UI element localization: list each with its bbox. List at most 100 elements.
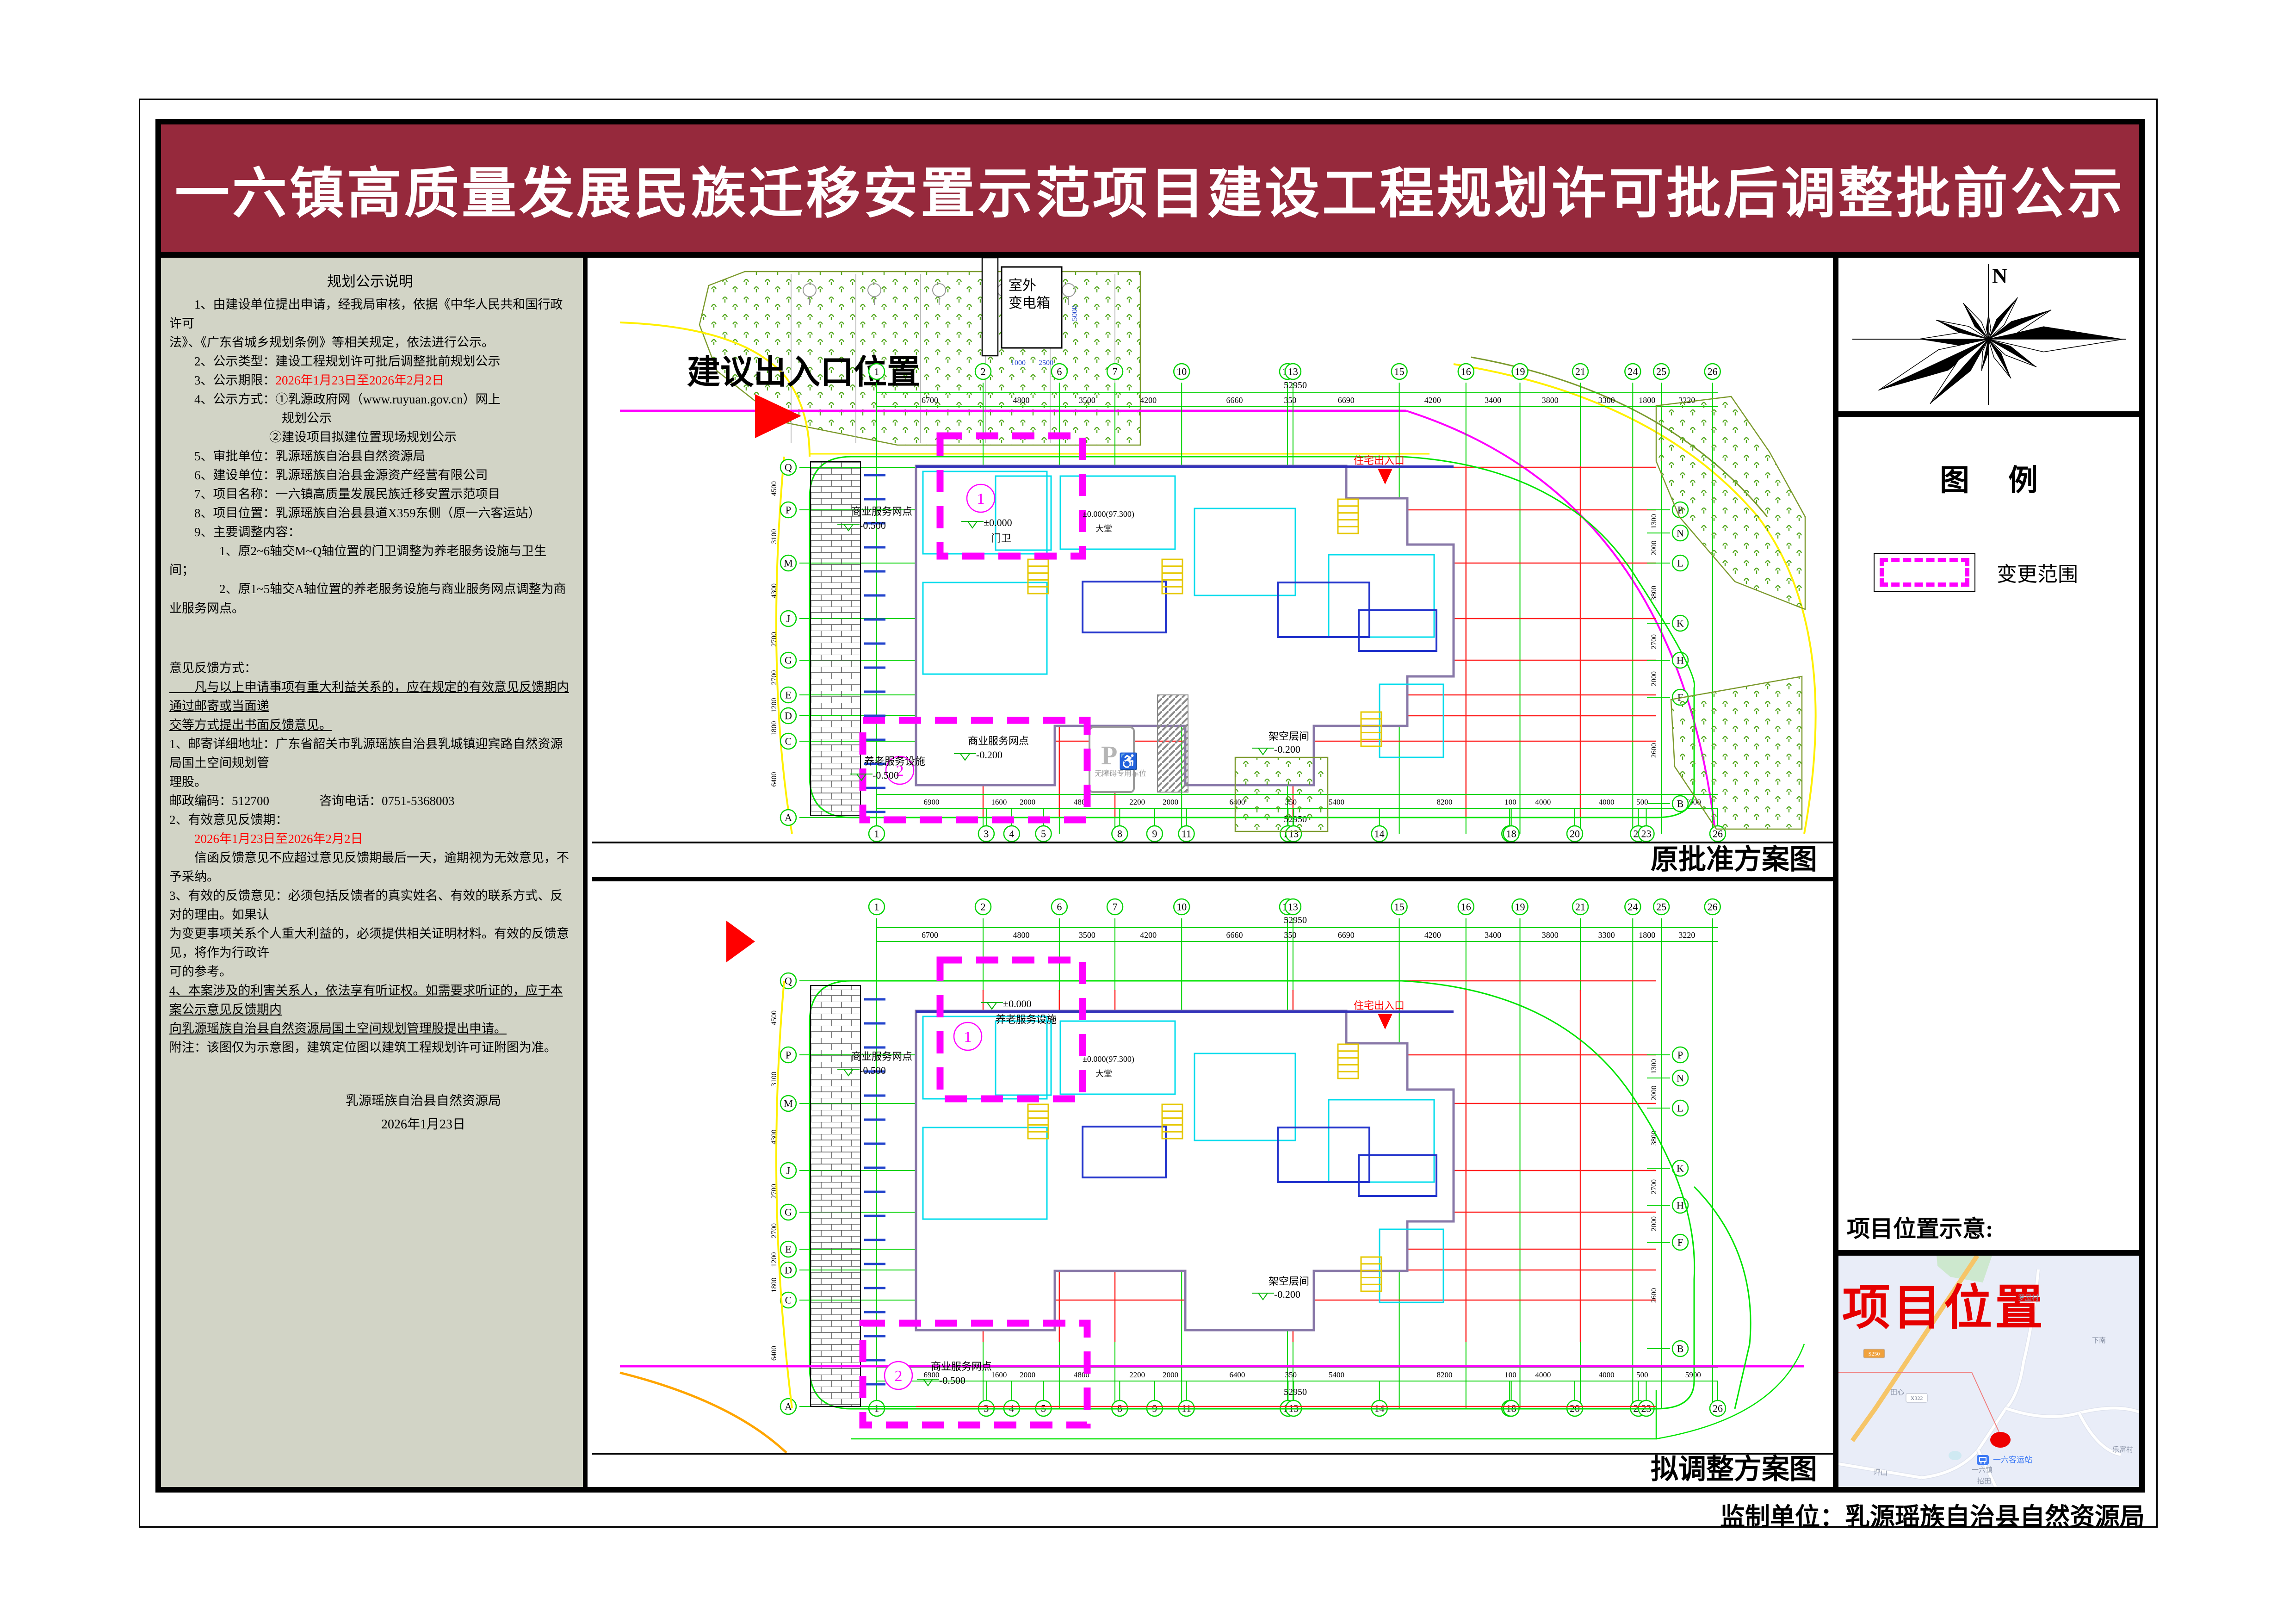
compass-panel: N (1838, 258, 2139, 417)
svg-text:6900: 6900 (923, 1370, 939, 1379)
svg-text:4300: 4300 (770, 583, 778, 598)
svg-text:5000: 5000 (1070, 305, 1079, 321)
notice-line: 规划公示 (169, 411, 332, 426)
notice-line: 9、主要调整内容： (169, 525, 301, 539)
svg-text:架空层间: 架空层间 (1269, 731, 1309, 742)
proposed-adjustment-plan-drawing: 1267101213151619212425266700480035004200… (592, 881, 1833, 1453)
svg-text:田心: 田心 (1890, 1388, 1904, 1396)
svg-text:2700: 2700 (770, 670, 778, 685)
svg-text:18: 18 (1506, 828, 1516, 840)
svg-text:2700: 2700 (1650, 1179, 1658, 1194)
svg-text:Q: Q (785, 975, 792, 987)
svg-text:2700: 2700 (770, 1223, 778, 1238)
svg-text:6700: 6700 (922, 396, 938, 405)
svg-text:6660: 6660 (1226, 396, 1243, 405)
original-approved-plan-drawing: 室外变电箱500010002500建议出入口位置1267101213151619… (592, 258, 1833, 842)
svg-text:2000: 2000 (1650, 1086, 1658, 1101)
svg-text:H: H (1677, 1200, 1684, 1211)
svg-text:6660: 6660 (1226, 930, 1243, 940)
svg-text:26: 26 (1713, 828, 1723, 840)
wind-rose-compass-icon: N (1852, 264, 2126, 405)
plan-drawings-column: 室外变电箱500010002500建议出入口位置1267101213151619… (592, 258, 1833, 1487)
svg-text:1200: 1200 (770, 698, 778, 713)
svg-text:4200: 4200 (1140, 396, 1157, 405)
svg-text:建议出入口位置: 建议出入口位置 (687, 354, 920, 391)
svg-text:350: 350 (1284, 930, 1296, 940)
svg-text:一六客运站: 一六客运站 (1993, 1456, 2032, 1464)
notice-line: 交等方式提出书面反馈意见。 (169, 718, 332, 732)
outer-trim-border (139, 99, 2158, 1528)
svg-text:住宅出入口: 住宅出入口 (1354, 455, 1405, 466)
svg-text:P: P (1677, 1049, 1683, 1061)
svg-text:♿: ♿ (1119, 752, 1138, 770)
svg-text:6700: 6700 (922, 930, 938, 940)
svg-text:M: M (784, 1098, 793, 1109)
svg-text:室外: 室外 (1009, 278, 1036, 293)
svg-text:19: 19 (1515, 366, 1525, 378)
svg-text:B: B (1677, 1343, 1684, 1355)
svg-text:23: 23 (1641, 828, 1651, 840)
svg-text:6400: 6400 (770, 1346, 778, 1361)
svg-text:6400: 6400 (1229, 1370, 1245, 1379)
svg-text:4800: 4800 (1013, 396, 1029, 405)
svg-text:500: 500 (1636, 798, 1648, 806)
svg-text:2500: 2500 (1039, 359, 1053, 367)
notice-line: 4、本案涉及的利害关系人，依法享有听证权。如需要求听证的，应于本案公示意见反馈期… (169, 984, 563, 1017)
notice-line: ②建设项目拟建位置现场规划公示 (169, 430, 457, 445)
notice-line: 7、项目名称：一六镇高质量发展民族迁移安置示范项目 (169, 487, 501, 502)
legend-row: 变更范围 (1838, 553, 2139, 592)
svg-text:Q: Q (785, 462, 792, 473)
svg-text:D: D (785, 710, 792, 722)
proposed-plan-label: 拟调整方案图 (1651, 1454, 1817, 1485)
svg-text:5400: 5400 (1329, 1370, 1344, 1379)
svg-text:3500: 3500 (1079, 396, 1095, 405)
notice-title: 规划公示说明 (327, 273, 413, 290)
svg-text:坪山: 坪山 (1874, 1469, 1888, 1477)
svg-text:A: A (785, 812, 792, 824)
svg-text:罗屋村: 罗屋村 (2018, 1294, 2039, 1302)
svg-text:G: G (785, 1207, 792, 1218)
signature-date: 2026年1月23日 (381, 1117, 465, 1132)
svg-text:4000: 4000 (1599, 1370, 1615, 1379)
svg-text:2000: 2000 (1650, 671, 1658, 686)
svg-text:一六镇: 一六镇 (1972, 1466, 1993, 1474)
notice-line: 附注：该图仅为示意图，建筑定位图以建筑工程规划许可证附图为准。 (169, 1041, 557, 1055)
svg-text:K: K (1677, 618, 1684, 629)
svg-text:E: E (785, 1244, 791, 1255)
notice-line: 3、公示期限：2026年1月23日至2026年2月2日 (169, 373, 444, 388)
svg-text:9: 9 (1152, 828, 1157, 840)
svg-text:3800: 3800 (1650, 1131, 1658, 1146)
svg-text:26: 26 (1708, 366, 1718, 378)
svg-text:±0.000(97.300): ±0.000(97.300) (1083, 1054, 1134, 1064)
svg-text:3100: 3100 (770, 529, 778, 544)
svg-text:11: 11 (1182, 828, 1191, 840)
svg-text:商业服务网点: 商业服务网点 (851, 1051, 912, 1062)
notice-line: 邮政编码：512700 咨询电话：0751-5368003 (169, 793, 455, 808)
svg-text:±0.000: ±0.000 (984, 517, 1012, 528)
supervisor-line: 监制单位：乳源瑶族自治县自然资源局 (1720, 1503, 2145, 1531)
svg-text:C: C (785, 1295, 792, 1306)
svg-text:2000: 2000 (1650, 541, 1658, 556)
signature-block: 乳源瑶族自治县自然资源局 2026年1月23日 (169, 1090, 571, 1136)
svg-text:4500: 4500 (770, 1010, 778, 1025)
notice-line: 2026年1月23日至2026年2月2日 (169, 831, 363, 846)
svg-text:项目位置: 项目位置 (1842, 1282, 2046, 1335)
svg-text:-0.500: -0.500 (939, 1375, 965, 1386)
svg-text:4500: 4500 (770, 481, 778, 496)
svg-text:下南: 下南 (2092, 1337, 2106, 1344)
svg-text:8200: 8200 (1436, 1370, 1452, 1379)
svg-text:X322: X322 (1911, 1395, 1923, 1401)
proposed-plan-label-band: 拟调整方案图 (592, 1453, 1833, 1485)
magenta-dashed-icon (1880, 558, 1969, 587)
svg-text:2700: 2700 (770, 632, 778, 647)
svg-text:-0.500: -0.500 (873, 769, 899, 781)
svg-text:C: C (785, 736, 792, 747)
svg-text:2000: 2000 (1163, 1370, 1178, 1379)
notice-line: 4、公示方式：①乳源政府网（www.ruyuan.gov.cn）网上 (169, 392, 501, 407)
change-scope-swatch (1874, 553, 1975, 592)
svg-text:1600: 1600 (991, 1370, 1007, 1379)
svg-text:52950: 52950 (1284, 1387, 1307, 1397)
svg-text:7: 7 (1113, 901, 1118, 913)
svg-text:F: F (1677, 1237, 1683, 1248)
